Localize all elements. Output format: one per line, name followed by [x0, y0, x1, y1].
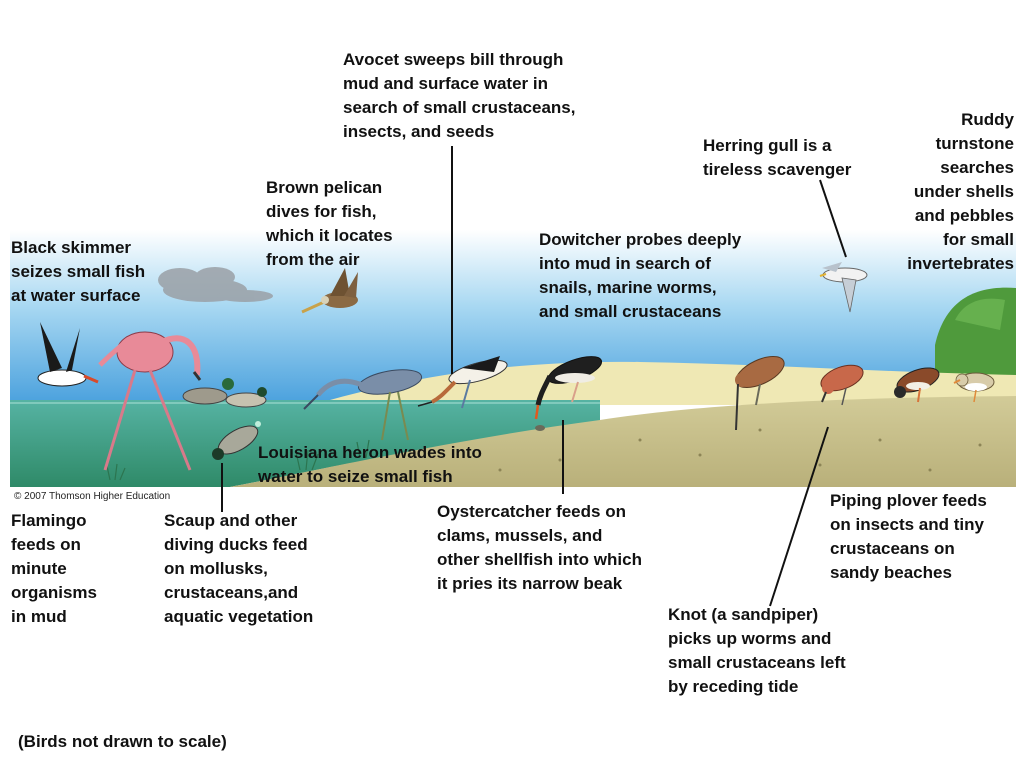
scaup-label: Scaup and other diving ducks feed on mol… — [164, 511, 314, 626]
diving-scaup — [212, 421, 261, 460]
surface-ducks — [182, 378, 267, 408]
sea-grass — [106, 439, 370, 481]
brown-pelican-label: Brown pelican dives for fish, which it l… — [266, 178, 393, 269]
dowitcher-label: Dowitcher probes deeply into mud in sear… — [539, 230, 742, 321]
sea — [10, 400, 600, 487]
flamingo — [98, 331, 202, 471]
dowitcher — [735, 356, 785, 431]
avocet — [417, 356, 508, 409]
leader-lines — [221, 146, 847, 607]
copyright-notice: © 2007 Thomson Higher Education — [14, 491, 171, 502]
louisiana-heron — [303, 369, 423, 441]
black-skimmer — [37, 322, 99, 387]
mud-specks — [498, 428, 982, 472]
herring-gull-label: Herring gull is a tireless scavenger — [703, 136, 852, 179]
louisiana-heron-label: Louisiana heron wades into water to seiz… — [258, 443, 482, 486]
scale-footnote: (Birds not drawn to scale) — [18, 732, 227, 751]
ruddy-turnstone — [894, 367, 940, 403]
knot — [820, 364, 864, 406]
oystercatcher — [534, 356, 603, 431]
knot-leader — [769, 426, 829, 607]
herring-gull-leader — [819, 179, 847, 258]
herring-gull — [819, 262, 868, 313]
piping-plover-label: Piping plover feeds on insects and tiny … — [830, 491, 987, 582]
oystercatcher-label: Oystercatcher feeds on clams, mussels, a… — [437, 502, 642, 593]
brown-pelican — [301, 268, 358, 314]
flamingo-label: Flamingo feeds on minute organisms in mu… — [11, 511, 97, 626]
ruddy-turnstone-label: Ruddy turnstone searches under shells an… — [907, 110, 1014, 273]
avocet-label: Avocet sweeps bill through mud and surfa… — [343, 50, 576, 141]
black-skimmer-label: Black skimmer seizes small fish at water… — [11, 238, 146, 305]
knot-label: Knot (a sandpiper) picks up worms and sm… — [668, 605, 846, 696]
foliage-highlight — [955, 298, 1005, 330]
piping-plover — [953, 372, 995, 403]
cloud — [158, 267, 273, 302]
